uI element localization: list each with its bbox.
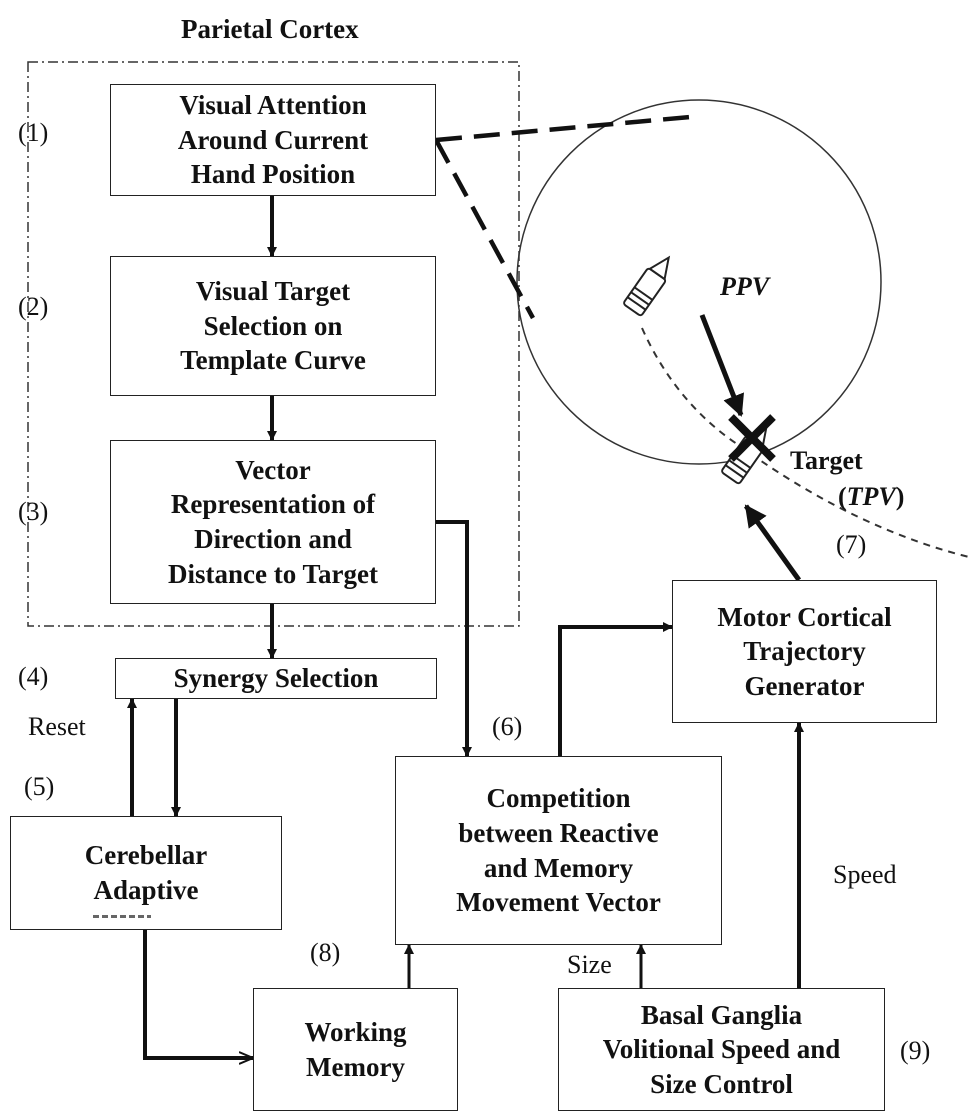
step-number-8: (8) <box>310 938 341 967</box>
step-number-9: (9) <box>900 1036 931 1065</box>
box-line: Hand Position <box>190 159 356 190</box>
step-number-1: (1) <box>18 118 49 147</box>
template-curve <box>641 327 969 558</box>
box-line: Memory <box>306 1051 405 1082</box>
step-number-6: (6) <box>492 712 523 741</box>
box-line: Volitional Speed and <box>602 1034 841 1065</box>
parietal-cortex-title: Parietal Cortex <box>181 14 359 44</box>
step-number-4: (4) <box>18 662 49 691</box>
attention-line-lower <box>434 138 535 320</box>
box-line: Movement Vector <box>456 887 661 918</box>
box-line: and Memory <box>483 852 634 883</box>
tpv-label: (TPV) <box>838 482 904 512</box>
box-line: Trajectory <box>743 636 866 667</box>
tpv-open-paren: ( <box>838 482 847 511</box>
box-line: Visual Attention <box>179 90 367 121</box>
ppv-label: PPV <box>720 272 770 301</box>
size-label: Size <box>567 950 612 979</box>
box-line: Generator <box>744 670 865 701</box>
tpv-text: TPV <box>846 482 896 511</box>
step-number-7: (7) <box>836 530 867 559</box>
step-number-2: (2) <box>18 292 49 321</box>
pen-icon-current <box>623 255 671 317</box>
arrow-5-to-8 <box>143 930 253 1058</box>
attention-line-upper <box>435 114 691 143</box>
box-line: Selection on <box>203 310 343 341</box>
box-line: Direction and <box>194 524 352 554</box>
box-line: Around Current <box>177 124 369 155</box>
reset-label: Reset <box>28 712 86 741</box>
box-line: Working <box>304 1016 407 1047</box>
attention-circle <box>516 99 882 465</box>
box-line: Representation of <box>170 489 376 520</box>
speed-label: Speed <box>833 860 897 889</box>
box-line: between Reactive <box>458 817 659 848</box>
step-number-3: (3) <box>18 497 49 526</box>
box-line: Competition <box>486 783 631 814</box>
ppv-vector-arrow <box>699 314 744 417</box>
arrow-3-to-6 <box>436 520 472 757</box>
arrow-6-to-7 <box>558 622 673 756</box>
box-line: Size Control <box>650 1068 793 1099</box>
target-cross <box>728 414 776 462</box>
box-line: Adaptive <box>93 875 199 905</box>
box-line: Template Curve <box>180 345 366 376</box>
synergy-selection-box: Synergy Selection <box>115 658 437 699</box>
box-line: Visual Target <box>195 276 351 307</box>
target-label: Target <box>790 446 863 475</box>
box-line: Distance to Target <box>168 558 378 589</box>
box-line: Motor Cortical <box>717 601 892 632</box>
faint-text-remnant <box>93 915 151 918</box>
arrow-7-to-pen <box>743 504 802 582</box>
box-line: Synergy Selection <box>173 663 379 694</box>
tpv-close-paren: ) <box>895 482 905 511</box>
box-line: Basal Ganglia <box>640 999 803 1030</box>
step-number-5: (5) <box>24 772 55 801</box>
box-line: Cerebellar <box>84 840 208 871</box>
box-line: Vector <box>235 454 311 485</box>
